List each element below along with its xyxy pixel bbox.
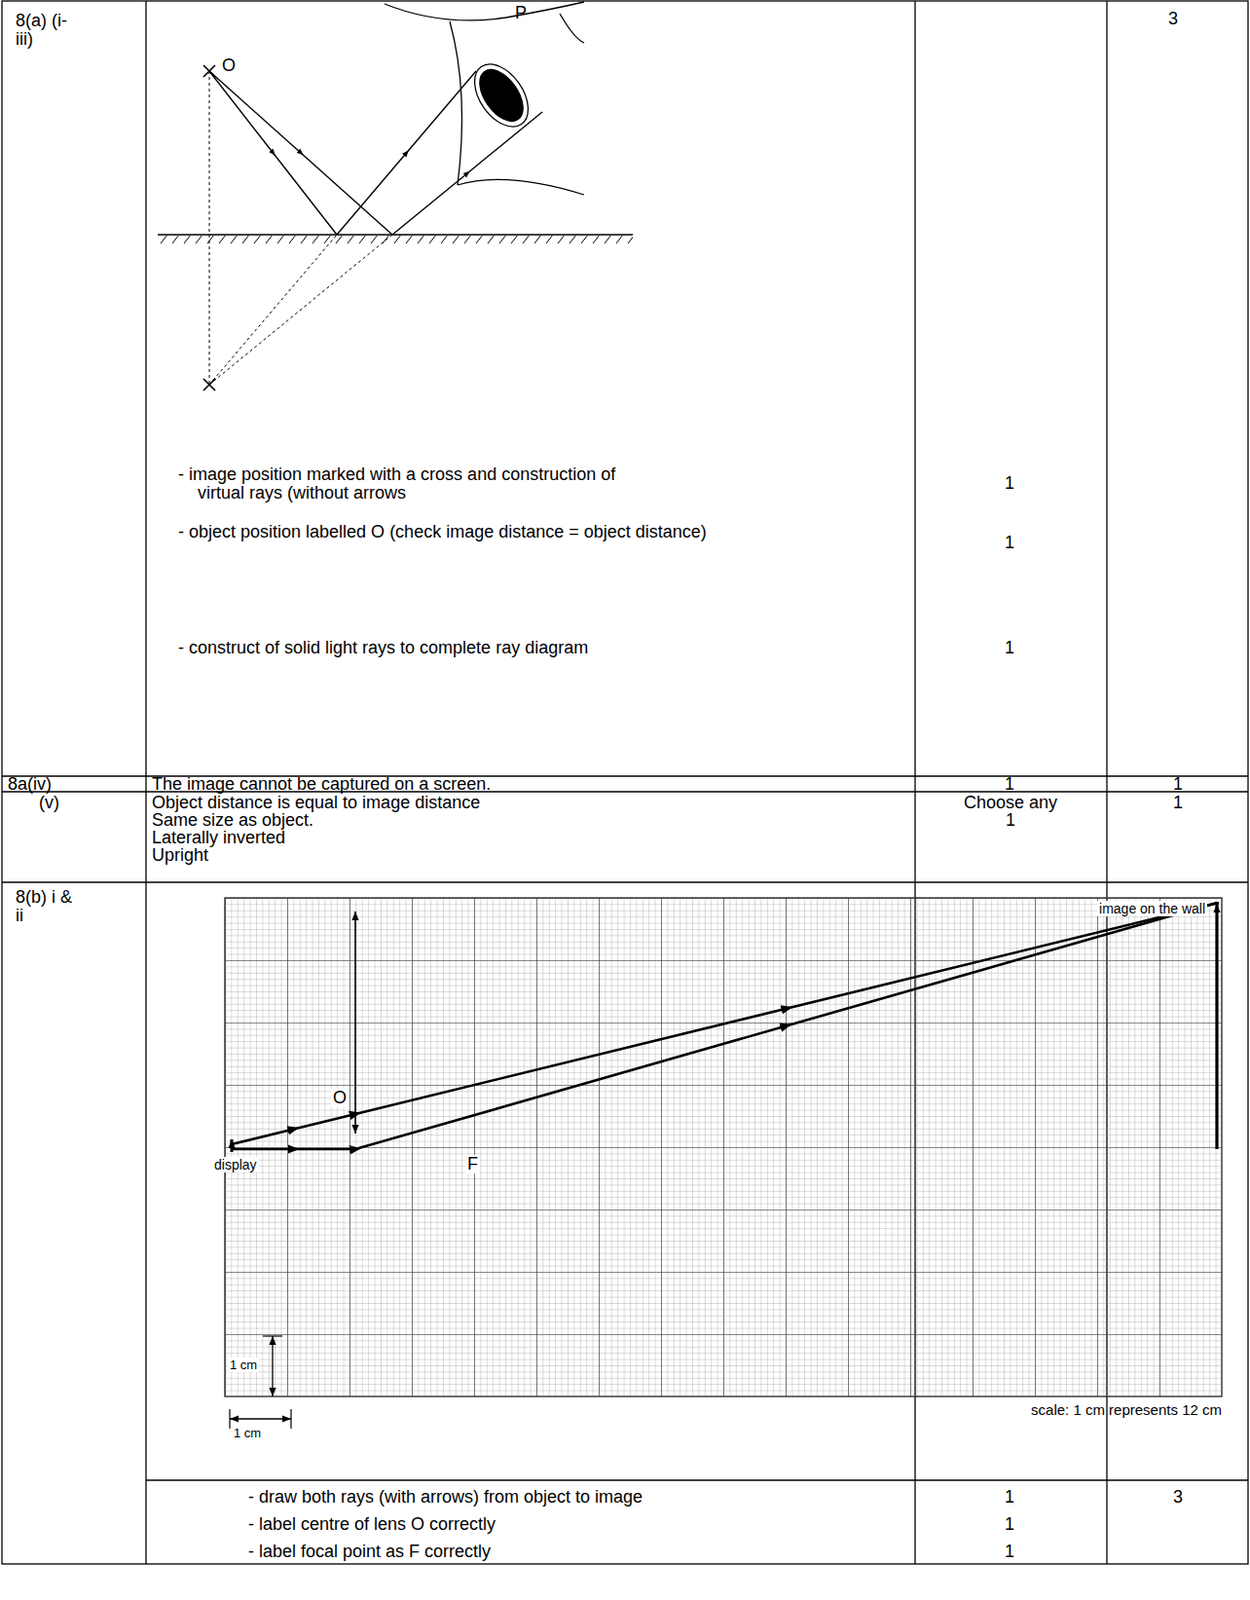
label-text: 1 cm [233, 1425, 261, 1440]
table-lines [1, 0, 1249, 1564]
label-text: Upright [151, 845, 209, 864]
label-text: P [514, 3, 527, 23]
label-text: display [212, 1156, 259, 1173]
label-text: 1 [1004, 775, 1015, 792]
mirror-diagram [157, 1, 633, 391]
label-text: O [221, 56, 236, 75]
label-text: Object distance is equal to image distan… [151, 793, 480, 811]
label-text: 1 [1173, 793, 1183, 811]
label-text: 1 [1005, 810, 1016, 829]
label-text: 8(a) (i-iii) [15, 11, 84, 49]
label-text: - label centre of lens O correctly [248, 1514, 950, 1534]
label-text: Choose any [963, 793, 1058, 811]
label-text: - image position marked with a cross and… [178, 465, 665, 503]
label-text: Same size as object. [151, 810, 314, 829]
label-text: 8(b) i & ii [15, 887, 84, 925]
label-text: The image cannot be captured on a screen… [151, 775, 491, 792]
label-text: 1 [1173, 775, 1183, 792]
label-text: F [465, 1154, 480, 1174]
label-text: scale: 1 cm represents 12 cm [1030, 1400, 1222, 1418]
label-text: O [330, 1088, 349, 1107]
label-text: 1 [1004, 1542, 1015, 1561]
label-text: 8a(iv) [7, 775, 52, 792]
label-text: - label focal point as F correctly [248, 1542, 950, 1561]
label-text: - object position labelled O (check imag… [178, 522, 792, 542]
label-text: 1 [1004, 638, 1015, 658]
lens-diagram [224, 897, 1222, 1429]
label-text: 1 cm [227, 1357, 259, 1372]
label-text: - construct of solid light rays to compl… [178, 638, 899, 658]
label-text: 1 [1004, 533, 1015, 552]
label-text: 3 [1173, 1487, 1183, 1507]
label-text: image on the wall [1097, 900, 1208, 917]
label-text: (v) [38, 793, 60, 811]
label-text: 1 [1004, 474, 1015, 493]
label-text: - draw both rays (with arrows) from obje… [248, 1487, 950, 1507]
label-text: Laterally inverted [151, 828, 286, 846]
label-text: 3 [1168, 9, 1178, 29]
label-text: 1 [1004, 1487, 1015, 1507]
label-text: 1 [1004, 1514, 1015, 1534]
